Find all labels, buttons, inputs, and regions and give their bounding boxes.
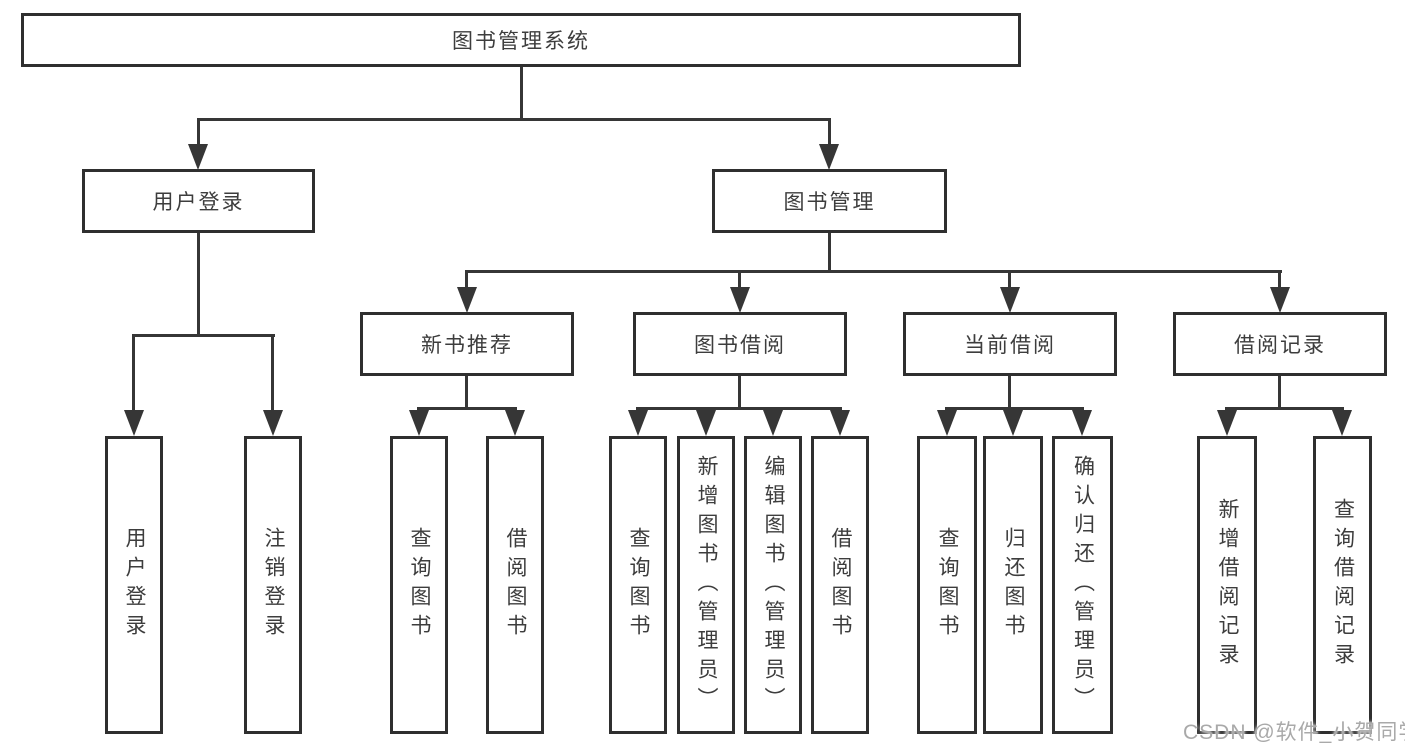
node-newbooks-borrow-books: 借阅图书 <box>486 436 544 734</box>
connector-newbooks-down <box>465 376 468 409</box>
node-confirm-return-admin: 确认归还（管理员） <box>1052 436 1113 734</box>
node-current-borrow: 当前借阅 <box>903 312 1117 376</box>
arrow-to-borrow-query <box>628 410 648 436</box>
connector-level1-hline <box>197 118 831 121</box>
arrow-to-query-record <box>1332 410 1352 436</box>
connector-current-hline <box>945 407 1084 410</box>
node-logout-action: 注销登录 <box>244 436 302 734</box>
connector-book-mgmt-stem <box>828 118 831 146</box>
node-current-query-books: 查询图书 <box>917 436 977 734</box>
connector-borrow-stem <box>738 270 741 289</box>
arrow-to-user-login <box>188 144 208 170</box>
arrow-to-add-record <box>1217 410 1237 436</box>
connector-book-mgmt-down <box>828 233 831 272</box>
connector-borrow-hline <box>636 407 842 410</box>
arrow-to-borrow-records <box>1270 287 1290 313</box>
node-borrow-records: 借阅记录 <box>1173 312 1387 376</box>
node-query-borrow-record: 查询借阅记录 <box>1313 436 1372 734</box>
node-borrow-book: 借阅图书 <box>811 436 869 734</box>
arrow-to-current-borrow <box>1000 287 1020 313</box>
arrow-to-book-management <box>819 144 839 170</box>
arrow-to-newbooks-borrow <box>505 410 525 436</box>
connector-root-stem <box>520 67 523 120</box>
node-new-book-recommend: 新书推荐 <box>360 312 574 376</box>
connector-logout-leaf-stem <box>271 334 274 412</box>
node-add-book-admin: 新增图书（管理员） <box>677 436 735 734</box>
arrow-to-confirm-return <box>1072 410 1092 436</box>
node-add-borrow-record: 新增借阅记录 <box>1197 436 1257 734</box>
connector-records-hline <box>1225 407 1344 410</box>
arrow-to-return-book <box>1003 410 1023 436</box>
node-login-action: 用户登录 <box>105 436 163 734</box>
node-library-management-system: 图书管理系统 <box>21 13 1021 67</box>
arrow-to-newbooks-query <box>409 410 429 436</box>
connector-records-stem <box>1278 270 1281 289</box>
arrow-to-borrow-book <box>830 410 850 436</box>
arrow-to-add-book <box>696 410 716 436</box>
node-edit-book-admin: 编辑图书（管理员） <box>744 436 802 734</box>
connector-user-login-down <box>197 233 200 336</box>
arrow-to-edit-book <box>763 410 783 436</box>
connector-user-login-stem <box>197 118 200 146</box>
node-book-borrow: 图书借阅 <box>633 312 847 376</box>
connector-current-down <box>1008 376 1011 409</box>
connector-records-down <box>1278 376 1281 409</box>
node-borrow-query-books: 查询图书 <box>609 436 667 734</box>
arrow-to-login-action <box>124 410 144 436</box>
arrow-to-current-query <box>937 410 957 436</box>
arrow-to-book-borrow <box>730 287 750 313</box>
connector-current-stem <box>1008 270 1011 289</box>
connector-login-leaf-stem <box>132 334 135 412</box>
connector-borrow-down <box>738 376 741 409</box>
node-return-book: 归还图书 <box>983 436 1043 734</box>
connector-user-login-hline <box>132 334 275 337</box>
connector-newbooks-hline <box>417 407 517 410</box>
node-book-management: 图书管理 <box>712 169 947 233</box>
node-user-login: 用户登录 <box>82 169 315 233</box>
connector-newbooks-stem <box>465 270 468 289</box>
arrow-to-new-book-recommend <box>457 287 477 313</box>
arrow-to-logout-action <box>263 410 283 436</box>
node-newbooks-query-books: 查询图书 <box>390 436 448 734</box>
connector-level2-hline <box>465 270 1282 273</box>
csdn-watermark: CSDN @软件_小贺同学 <box>1183 721 1405 744</box>
